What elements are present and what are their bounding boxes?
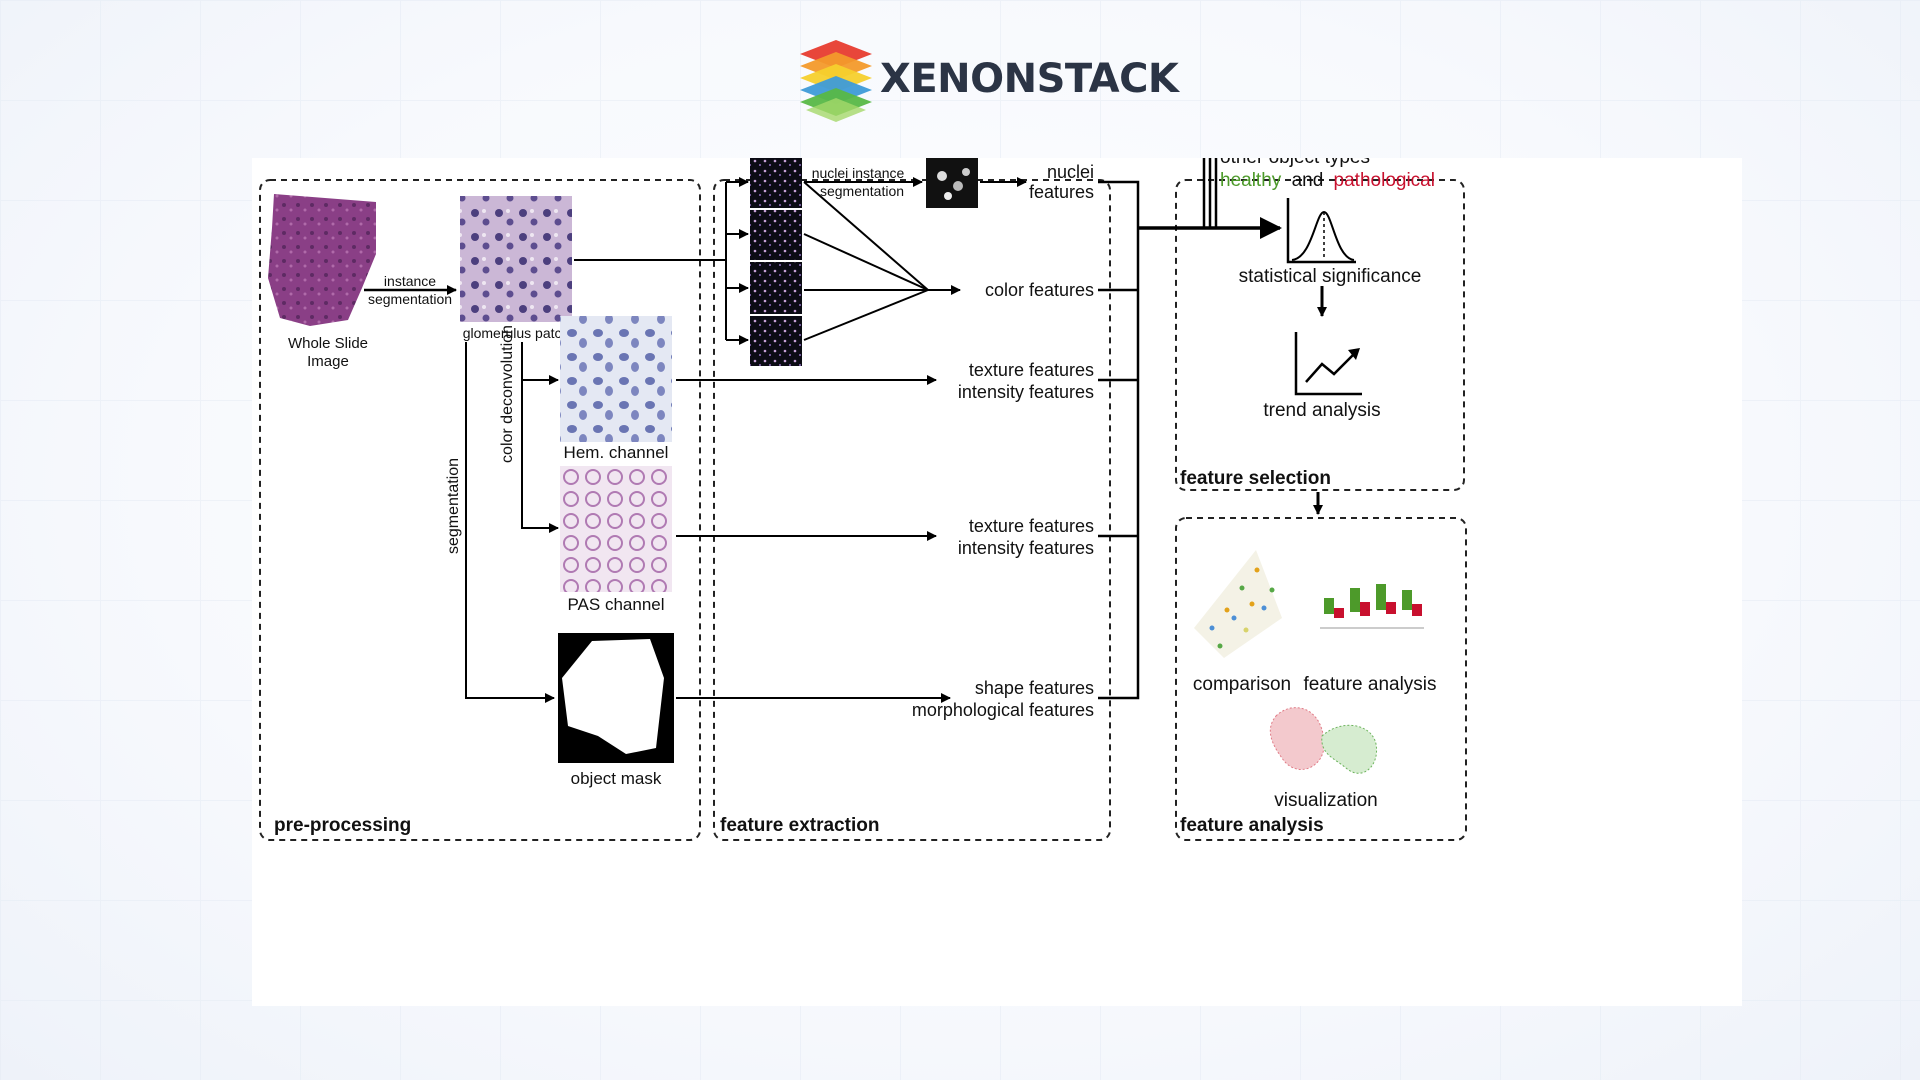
segmentation-label: segmentation <box>445 458 462 554</box>
object-mask-shape <box>562 639 664 754</box>
brand-name: XENONSTACK <box>880 56 1179 102</box>
nuclei-seg-label-line2: segmentation <box>820 183 904 199</box>
converge-line-1 <box>803 181 929 291</box>
nuclei-mask-image <box>926 158 978 208</box>
nuclei-tile-1 <box>750 158 802 208</box>
nuclei-tile-4 <box>750 316 802 366</box>
extraction-box <box>713 179 1111 841</box>
boxplot-icon <box>1320 584 1424 629</box>
nuclei-tile-3 <box>750 262 802 314</box>
texture2-line2: intensity features <box>958 538 1094 558</box>
shape-line1: shape features <box>975 678 1094 698</box>
wsi-label-line2: Image <box>307 353 349 370</box>
visualization-label: visualization <box>1274 790 1378 811</box>
logo-stack-icon <box>800 40 872 122</box>
analysis-box <box>1175 517 1467 841</box>
instance-seg-label-line1: instance <box>384 273 436 289</box>
brand-logo: XENONSTACK <box>796 38 1179 122</box>
glomerulus-patch-label: glomerulus patch <box>463 325 570 341</box>
pathological-word: pathological <box>1334 170 1435 191</box>
nuclei-features-line1: nuclei <box>1047 162 1094 182</box>
color-features-label: color features <box>985 280 1094 300</box>
pipeline-diagram: pre-processing feature extraction featur… <box>259 147 1467 841</box>
nuclei-tile-2 <box>750 210 802 260</box>
segmentation-path <box>465 342 555 703</box>
and-word: and <box>1292 170 1324 191</box>
bell-curve-icon <box>1286 198 1356 264</box>
stat-significance-label: statistical significance <box>1239 266 1422 287</box>
texture1-line2: intensity features <box>958 382 1094 402</box>
analysis-title: feature analysis <box>1180 815 1324 836</box>
pas-channel-image <box>560 466 672 592</box>
pipeline-figure: pre-processing feature extraction featur… <box>252 147 1742 1006</box>
whole-slide-image <box>268 194 376 326</box>
trend-analysis-label: trend analysis <box>1263 400 1380 421</box>
pas-channel-label: PAS channel <box>567 595 664 614</box>
healthy-pathological-label: healthy and pathological <box>1220 170 1435 191</box>
healthy-word: healthy <box>1220 170 1282 191</box>
nuclei-dot-3 <box>944 192 952 200</box>
hem-channel-label: Hem. channel <box>564 443 669 462</box>
other-objects-label: other object types <box>1220 158 1370 168</box>
wsi-label-line1: Whole Slide <box>288 335 368 352</box>
visualization-umap-icon <box>1269 707 1378 774</box>
texture1-line1: texture features <box>969 360 1094 380</box>
preprocessing-title: pre-processing <box>274 815 411 836</box>
selection-box <box>1175 179 1465 491</box>
shape-line2: morphological features <box>912 700 1094 720</box>
collector-nuclei <box>1098 180 1140 700</box>
nuclei-seg-label-line1: nuclei instance <box>812 165 905 181</box>
glomerulus-patch-image <box>460 196 572 322</box>
comparison-scatter-icon <box>1194 550 1282 658</box>
deconv-path <box>521 342 559 533</box>
instance-seg-label-line2: segmentation <box>368 291 452 307</box>
nuclei-dot-1 <box>937 171 947 181</box>
preprocessing-box <box>259 179 701 841</box>
converge-line-4 <box>803 289 929 341</box>
trend-chart-icon <box>1294 332 1362 396</box>
converge-line-2 <box>803 233 929 291</box>
extraction-title: feature extraction <box>720 815 879 836</box>
nuclei-features-line2: features <box>1029 182 1094 202</box>
texture2-line1: texture features <box>969 516 1094 536</box>
comparison-label: comparison <box>1193 674 1291 695</box>
object-mask-label: object mask <box>571 769 662 788</box>
nuclei-dot-4 <box>962 168 970 176</box>
hem-channel-image <box>560 316 672 442</box>
nuclei-dot-2 <box>953 181 963 191</box>
deconv-label: color deconvolution <box>499 325 516 463</box>
selection-title: feature selection <box>1180 468 1331 489</box>
feature-analysis-label: feature analysis <box>1303 674 1436 695</box>
